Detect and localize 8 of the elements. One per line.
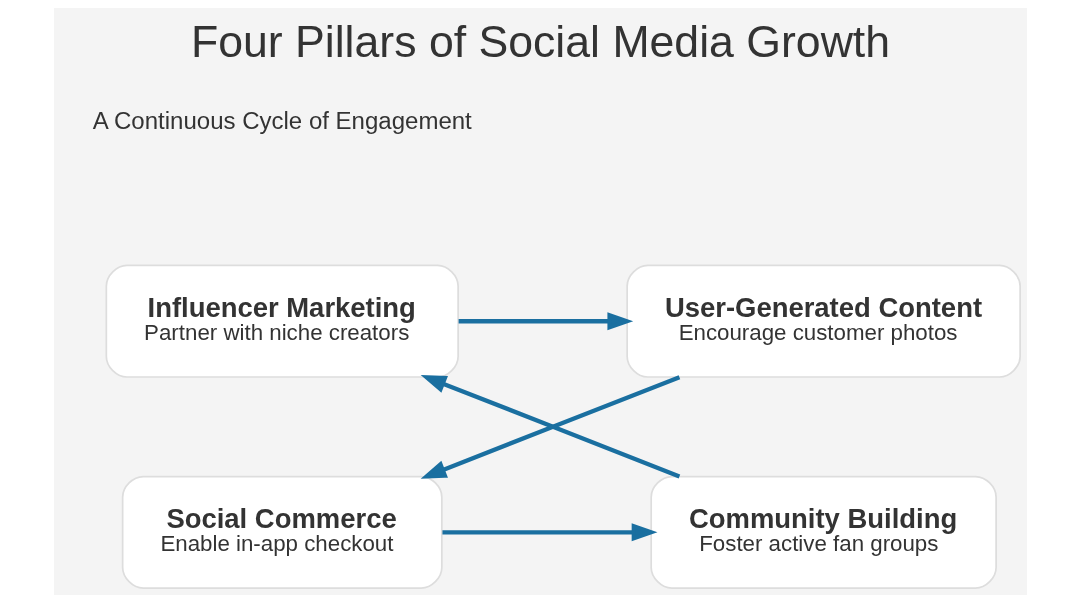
- label: A Continuous Cycle of Engagement: [92, 106, 472, 134]
- node-box: User-Generated Content Encourage customer photos: [625, 264, 1021, 378]
- node-box: Social Commerce Enable in-app checkout: [121, 475, 443, 589]
- arrow: [458, 312, 633, 331]
- node-box: Influencer Marketing Partner with niche creators: [105, 264, 459, 378]
- node-box: Community Building Foster active fan groups: [649, 475, 997, 589]
- diagram-title: Four Pillars of Social Media Growth: [190, 17, 890, 67]
- arrow: [441, 523, 657, 542]
